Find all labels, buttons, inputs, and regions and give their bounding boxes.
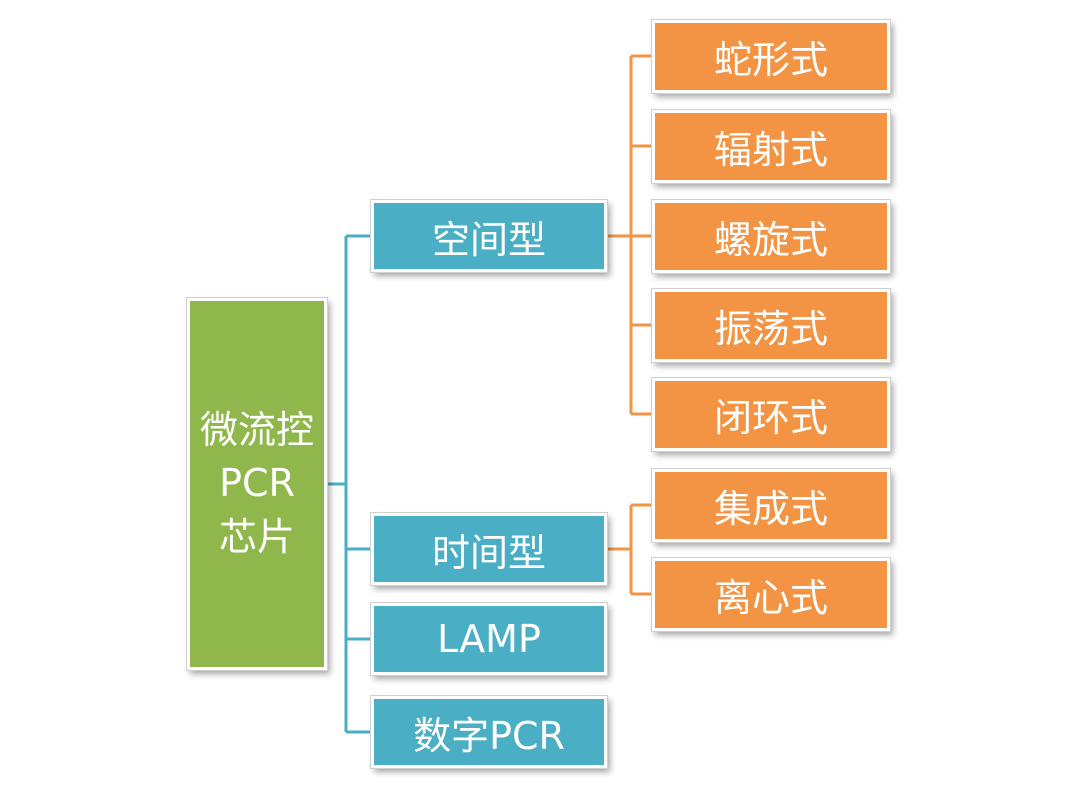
category-node-spatial: 空间型	[370, 199, 608, 273]
category-node-lamp: LAMP	[370, 602, 608, 676]
subtype-label: 振荡式	[713, 307, 828, 351]
temporal-subtype-connector	[607, 503, 652, 596]
subtype-label: 闭环式	[713, 396, 828, 440]
subtype-node-spiral: 螺旋式	[651, 199, 891, 274]
category-label: 空间型	[431, 217, 546, 262]
subtype-node-oscillating: 振荡式	[651, 288, 891, 363]
subtype-node-integrated: 集成式	[651, 468, 891, 543]
spatial-subtype-connector	[607, 54, 652, 416]
subtype-node-serpentine: 蛇形式	[651, 19, 891, 94]
subtype-node-closed-loop: 闭环式	[651, 377, 891, 452]
category-node-digital-pcr: 数字PCR	[370, 695, 608, 769]
subtype-label: 螺旋式	[713, 218, 828, 262]
category-label: LAMP	[437, 617, 541, 661]
subtype-label: 集成式	[713, 487, 828, 531]
category-label: 数字PCR	[413, 713, 565, 758]
root-label-line-3: 芯片	[218, 514, 295, 559]
subtype-label: 蛇形式	[713, 38, 828, 82]
category-node-temporal: 时间型	[370, 512, 608, 586]
category-label: 时间型	[431, 530, 546, 575]
subtype-label: 辐射式	[713, 128, 828, 172]
root-label-line-2: PCR	[219, 461, 295, 506]
root-category-connector	[327, 234, 371, 734]
subtype-label: 离心式	[713, 576, 828, 620]
root-label-line-1: 微流控	[199, 408, 314, 453]
root-node-microfluidic-pcr-chip: 微流控 PCR 芯片	[186, 297, 328, 671]
subtype-node-radial: 辐射式	[651, 109, 891, 184]
subtype-node-centrifugal: 离心式	[651, 557, 891, 632]
